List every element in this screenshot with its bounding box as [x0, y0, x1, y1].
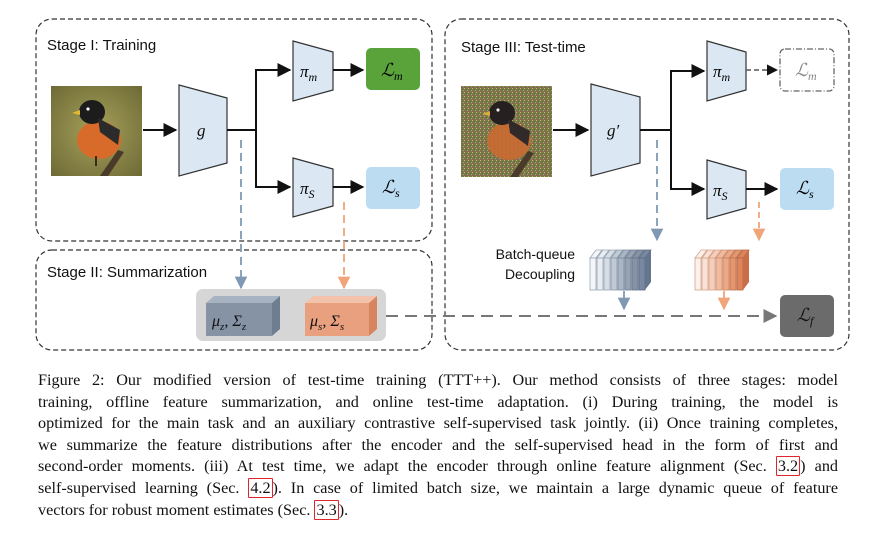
figure-caption: Figure 2: Our modified version of test-t…: [38, 370, 838, 521]
caption-text: ).: [338, 500, 349, 519]
stage3-box: [444, 18, 850, 351]
caption-line: Figure 2: Our modified version of test-t…: [38, 371, 838, 389]
section-ref-link[interactable]: 4.2: [248, 477, 273, 498]
svg-text:πm: πm: [300, 62, 318, 84]
stage3-title: Stage III: Test-time: [461, 39, 586, 56]
svg-text:ℒf: ℒf: [797, 305, 815, 328]
caption-line: training, offline feature summarization,…: [38, 392, 838, 411]
main-head-train: πm: [292, 40, 334, 102]
ssl-head-train: πS: [292, 157, 334, 218]
svg-text:μz, Σz: μz, Σz: [211, 313, 247, 333]
encoder-g: g: [178, 84, 228, 177]
feature-queue-blue: [589, 249, 652, 291]
feature-loss: ℒf: [780, 295, 834, 337]
svg-text:ℒm: ℒm: [795, 60, 817, 83]
feature-queue-orange: [694, 249, 750, 291]
caption-line: self-supervised learning (Sec. 4.2). In …: [38, 477, 838, 500]
ssl-loss-train: ℒs: [366, 167, 420, 209]
stage1-title: Stage I: Training: [47, 37, 156, 54]
svg-text:ℒm: ℒm: [381, 60, 403, 83]
caption-line: optimized for the main task and an auxil…: [38, 414, 838, 433]
caption-line: we summarize the feature distributions a…: [38, 435, 838, 454]
ssl-loss-test: ℒs: [780, 168, 834, 210]
svg-text:ℒs: ℒs: [796, 178, 814, 201]
ssl-head-test: πS: [706, 159, 747, 220]
stage1-box: [35, 18, 433, 242]
svg-text:πm: πm: [713, 62, 731, 84]
caption-text: second-order moments. (iii) At test time…: [38, 457, 767, 476]
svg-text:μs, Σs: μs, Σs: [309, 313, 344, 333]
caption-line: vectors for robust moment estimates (Sec…: [38, 499, 838, 522]
moments-s-box: μs, Σs: [305, 296, 377, 336]
stage2-box: [35, 249, 433, 351]
caption-line: second-order moments. (iii) At test time…: [38, 456, 838, 478]
svg-text:ℒs: ℒs: [382, 177, 400, 200]
caption-text: vectors for robust moment estimates (Sec…: [38, 500, 311, 519]
section-ref-link[interactable]: 3.3: [314, 499, 339, 520]
caption-text: self-supervised learning (Sec.: [38, 478, 240, 497]
main-loss-test-inactive: ℒm: [779, 48, 835, 92]
test-bird-image: [461, 86, 552, 177]
main-head-test: πm: [706, 40, 747, 102]
encoder-g-prime: g′: [590, 83, 641, 177]
training-bird-image: [51, 86, 142, 176]
svg-text:g: g: [197, 121, 206, 140]
caption-text: ) and: [800, 457, 839, 476]
svg-text:g′: g′: [607, 121, 620, 140]
moments-z-box: μz, Σz: [206, 296, 280, 336]
caption-text: ). In case of limited batch size, we mai…: [272, 478, 838, 497]
stage2-title: Stage II: Summarization: [47, 264, 207, 281]
section-ref-link[interactable]: 3.2: [775, 456, 801, 477]
svg-text:πS: πS: [713, 181, 728, 203]
method-diagram: Stage I: Training Stage II: Summarizatio…: [35, 18, 850, 351]
queue-label-line1: Batch-queue: [496, 246, 576, 262]
main-loss-train: ℒm: [366, 48, 420, 90]
queue-label-line2: Decoupling: [505, 266, 575, 282]
svg-text:πS: πS: [300, 179, 315, 201]
